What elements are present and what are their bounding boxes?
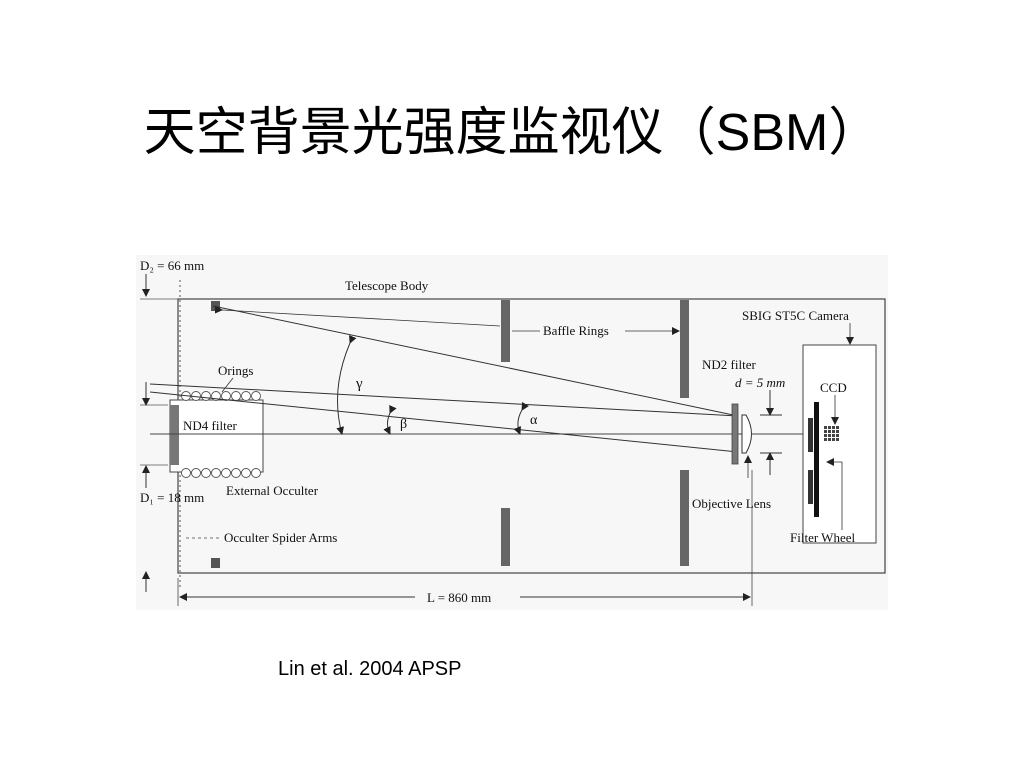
citation: Lin et al. 2004 APSP [278,658,462,680]
label-beta: β [400,417,407,432]
camera-sensor-bar [814,402,819,517]
baffle-ring-2-bottom [680,470,689,566]
ray-gamma [212,305,739,417]
orings-bottom [181,468,261,478]
objective-lens-shape [741,414,752,454]
filter-wheel-bar-lower [808,470,813,504]
label-external-occulter: External Occulter [226,483,319,498]
external-occulter-box [169,399,264,473]
angle-arc-beta [383,404,397,435]
front-block-bottom [211,558,220,568]
angle-arc-gamma [336,334,357,435]
nd2-filter-block [731,403,739,465]
label-d2: D₂ = 66 mm [140,258,204,273]
ccd-grid-icon [824,426,839,441]
label-baffle-rings: Baffle Rings [543,323,609,338]
label-nd4-filter: ND4 filter [183,418,237,433]
title-latin: SBM [715,104,829,162]
leader-filter-wheel [826,458,843,530]
baffle-ring-1-bottom [501,508,510,566]
baffle-ring-1-top [501,300,510,362]
ray-beta-upper [149,383,739,417]
front-block-top [211,301,220,311]
camera-box [802,344,877,544]
label-objective-lens: Objective Lens [692,496,771,511]
ray-alpha [149,391,739,453]
orings-top [181,391,261,401]
label-d1: D₁ = 18 mm [140,490,204,505]
label-gamma: γ [355,376,363,392]
label-nd2-filter: ND2 filter [702,357,756,372]
label-d-value: d = 5 mm [735,375,785,390]
baffle-ring-2-top [680,300,689,398]
label-filter-wheel: Filter Wheel [790,530,855,545]
label-ccd: CCD [820,380,847,395]
filter-wheel-bar-upper [808,418,813,452]
label-alpha: α [530,413,538,428]
leader-telescope-body [214,305,501,327]
label-telescope-body: Telescope Body [345,278,429,293]
label-length: L = 860 mm [427,590,491,605]
label-spider-arms: Occulter Spider Arms [224,530,337,545]
label-orings: Orings [218,363,253,378]
nd4-filter-block [170,405,179,465]
title-cjk: 天空背景光强度监视仪（ [143,103,716,163]
label-camera: SBIG ST5C Camera [742,308,849,323]
title-close: ） [828,103,881,163]
angle-arc-alpha [513,401,529,435]
leader-orings [221,377,234,393]
slide-title: 天空背景光强度监视仪（SBM） [0,98,1024,168]
